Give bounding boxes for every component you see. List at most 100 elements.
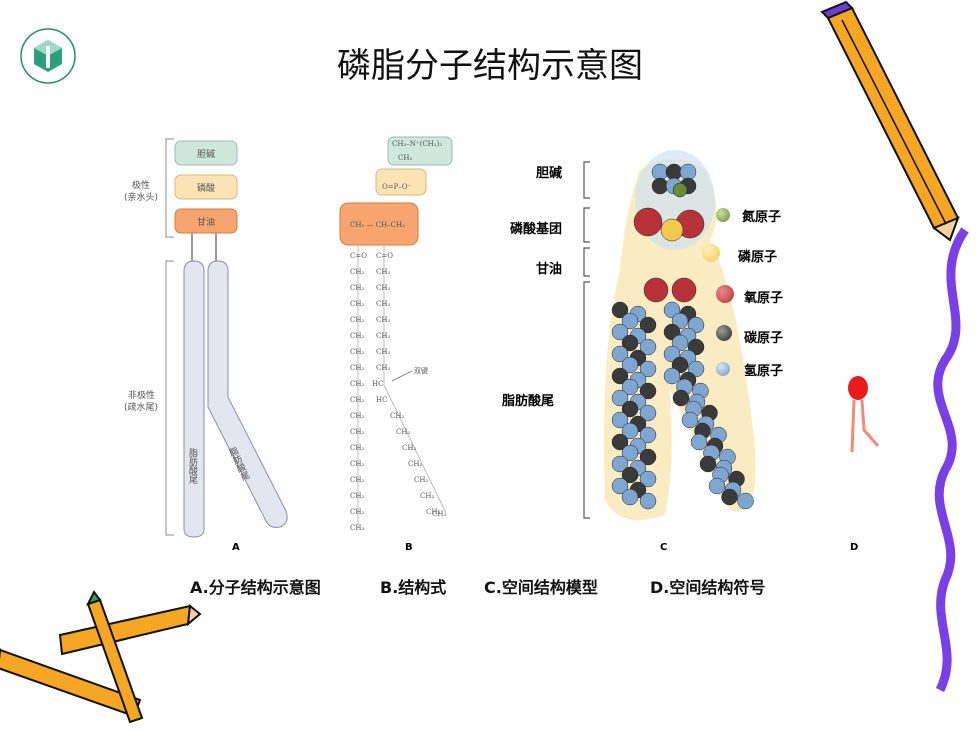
atom (611, 389, 629, 407)
ch2-b7: CH₂ (376, 364, 391, 372)
caption-b: B.结构式 (380, 578, 447, 597)
polar-sub: (亲水头) (124, 193, 159, 203)
panel-c-spacefill (583, 150, 756, 520)
ch2-a7: CH₂ (350, 364, 365, 372)
atom (639, 382, 657, 400)
ch2-a4: CH₂ (350, 316, 365, 324)
panel-d-letter: D (850, 542, 859, 553)
atom (708, 477, 726, 495)
atom (665, 163, 683, 181)
atom (690, 433, 708, 451)
ch2-a6: CH₂ (350, 348, 365, 356)
ch3-a: CH₃ (350, 524, 365, 532)
ch2-a10: CH₂ (350, 412, 365, 420)
atom (643, 277, 669, 303)
ch2-c1: CH₂ (390, 412, 405, 420)
ch2-c6: CH₂ (420, 492, 435, 500)
atom (639, 448, 657, 466)
ch2-a15: CH₂ (350, 492, 365, 500)
glycerol-text: 甘油 (197, 218, 216, 228)
ch2-a1: CH₂ (350, 268, 365, 276)
panel-b-formula (339, 136, 453, 527)
panel-d-symbol (848, 376, 880, 453)
atom (721, 488, 738, 506)
atom (639, 360, 657, 378)
head-formula: CH₂–N⁺(CH₃)₃ (392, 140, 443, 148)
carbonyl-1: C=O (350, 252, 367, 260)
atom (639, 316, 657, 334)
ch2-c5: CH₂ (414, 476, 429, 484)
ch2-a3: CH₂ (350, 300, 365, 308)
caption-c: C.空间结构模型 (484, 578, 598, 597)
atom (611, 301, 629, 319)
ch2-a16: CH₂ (350, 508, 365, 516)
phospholipid-head-icon (848, 376, 868, 400)
atom (621, 378, 639, 396)
ch3-c: CH₃ (432, 510, 447, 518)
panel-c-letter: C (660, 542, 668, 553)
ch2-c3: CH₂ (402, 444, 417, 452)
atom (672, 182, 688, 198)
ch2-b3: CH₂ (376, 300, 391, 308)
logo-emblem-icon (20, 28, 76, 84)
atom (621, 334, 639, 352)
phosphate-box (174, 174, 238, 200)
atom (611, 411, 629, 429)
choline-text: 胆碱 (197, 150, 216, 160)
atom (611, 323, 629, 341)
ch2-b6: CH₂ (376, 348, 391, 356)
oxygen-atom-icon (716, 285, 734, 303)
nonpolar-label: 非极性 (128, 391, 156, 401)
pencil-top-right-icon (820, 0, 960, 242)
atom (639, 492, 657, 510)
atom (681, 411, 699, 429)
atom (621, 400, 639, 418)
ch2-a14: CH₂ (350, 476, 365, 484)
atom (660, 218, 684, 242)
ch2-a2: CH₂ (350, 284, 365, 292)
carbonyl-2: C=O (376, 252, 393, 260)
c-choline-label: 胆碱 (536, 166, 563, 181)
page-title: 磷脂分子结构示意图 (337, 46, 643, 86)
fatty-tail-2 (207, 260, 288, 528)
ch2-b5: CH₂ (376, 332, 391, 340)
choline-box (174, 140, 238, 166)
nitrogen-atom-icon (716, 208, 730, 222)
ch2-a9: CH₂ (350, 396, 365, 404)
panel-a-schematic (165, 138, 288, 538)
nonpolar-sub: (疏水尾) (124, 403, 159, 413)
ch2-a11: CH₂ (350, 428, 365, 436)
atoms (611, 163, 754, 510)
atom (611, 345, 629, 363)
atom (621, 488, 639, 506)
phosphate-text: 磷酸 (197, 184, 216, 194)
legend-carbon-label: 碳原子 (744, 331, 784, 346)
atom (651, 163, 669, 181)
ch2-a5: CH₂ (350, 332, 365, 340)
tail-text: 脂肪酸尾 (187, 448, 197, 484)
atom (633, 207, 663, 237)
ch2-a12: CH₂ (350, 444, 365, 452)
legend-phosphorus-label: 磷原子 (738, 250, 778, 265)
atom (639, 404, 657, 422)
ch2-b4: CH₂ (376, 316, 391, 324)
atom (611, 477, 629, 495)
atom (639, 470, 657, 488)
polar-label: 极性 (132, 181, 151, 191)
atom (621, 356, 639, 374)
atom (672, 389, 690, 407)
atom (679, 163, 697, 181)
atom (639, 426, 657, 444)
phosphate-formula: O=P–O⁻ (382, 183, 412, 191)
atom (621, 466, 639, 484)
atom (611, 367, 629, 385)
ch2-a13: CH₂ (350, 460, 365, 468)
ch2-b2: CH₂ (376, 284, 391, 292)
fatty-tail-1 (183, 260, 205, 538)
atom (611, 433, 629, 451)
legend-nitrogen-label: 氮原子 (742, 210, 782, 225)
hydrogen-atom-icon (716, 362, 730, 376)
hc-2: HC (376, 396, 388, 404)
phosphorus-atom-icon (702, 244, 720, 262)
